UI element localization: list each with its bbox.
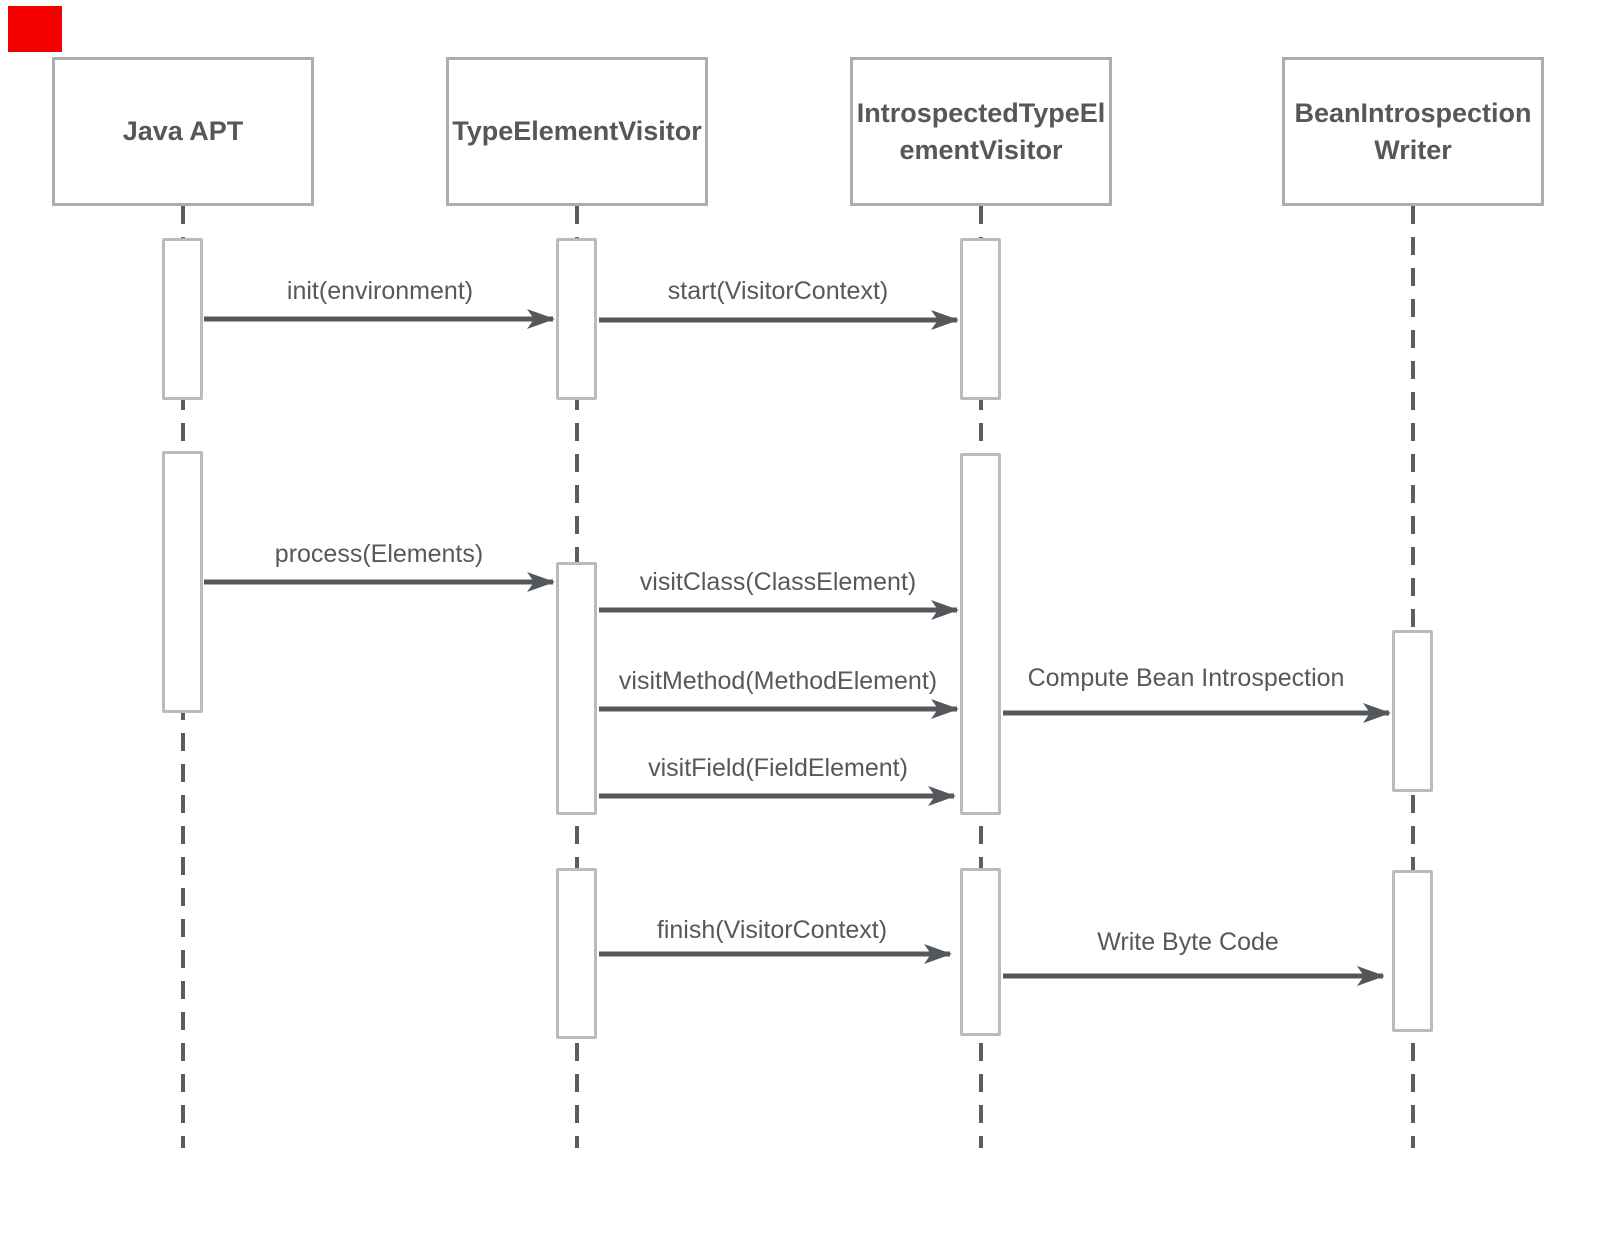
message-label-process: process(Elements) bbox=[274, 540, 484, 568]
message-label-init: init(environment) bbox=[286, 277, 474, 305]
participant-type-element-visitor: TypeElementVisitor bbox=[446, 57, 708, 206]
activation-introspected-visitor-2 bbox=[960, 453, 1001, 815]
activation-type-element-visitor-2 bbox=[556, 562, 597, 815]
activation-bean-writer-1 bbox=[1392, 630, 1433, 792]
message-label-visit-class: visitClass(ClassElement) bbox=[639, 568, 917, 596]
message-label-visit-method: visitMethod(MethodElement) bbox=[618, 667, 938, 695]
participant-name: TypeElementVisitor bbox=[452, 116, 702, 146]
participant-bean-introspection-writer: BeanIntrospection Writer bbox=[1282, 57, 1544, 206]
activation-introspected-visitor-1 bbox=[960, 238, 1001, 400]
participant-java-apt: Java APT bbox=[52, 57, 314, 206]
activation-type-element-visitor-3 bbox=[556, 868, 597, 1039]
participant-introspected-type-element-visitor: IntrospectedTypeEl ementVisitor bbox=[850, 57, 1112, 206]
activation-introspected-visitor-3 bbox=[960, 868, 1001, 1036]
red-marker bbox=[8, 6, 62, 52]
message-label-compute-bean-introspection: Compute Bean Introspection bbox=[1027, 664, 1345, 692]
message-label-start: start(VisitorContext) bbox=[667, 277, 889, 305]
message-label-finish: finish(VisitorContext) bbox=[656, 916, 888, 944]
participant-name: IntrospectedTypeEl ementVisitor bbox=[856, 97, 1106, 165]
activation-bean-writer-2 bbox=[1392, 870, 1433, 1032]
message-label-write-byte-code: Write Byte Code bbox=[1097, 928, 1279, 956]
activation-java-apt-1 bbox=[162, 238, 203, 400]
activation-java-apt-2 bbox=[162, 451, 203, 713]
participant-name: Java APT bbox=[122, 116, 244, 146]
activation-type-element-visitor-1 bbox=[556, 238, 597, 400]
participant-name: BeanIntrospection Writer bbox=[1294, 97, 1532, 165]
message-label-visit-field: visitField(FieldElement) bbox=[648, 754, 908, 782]
